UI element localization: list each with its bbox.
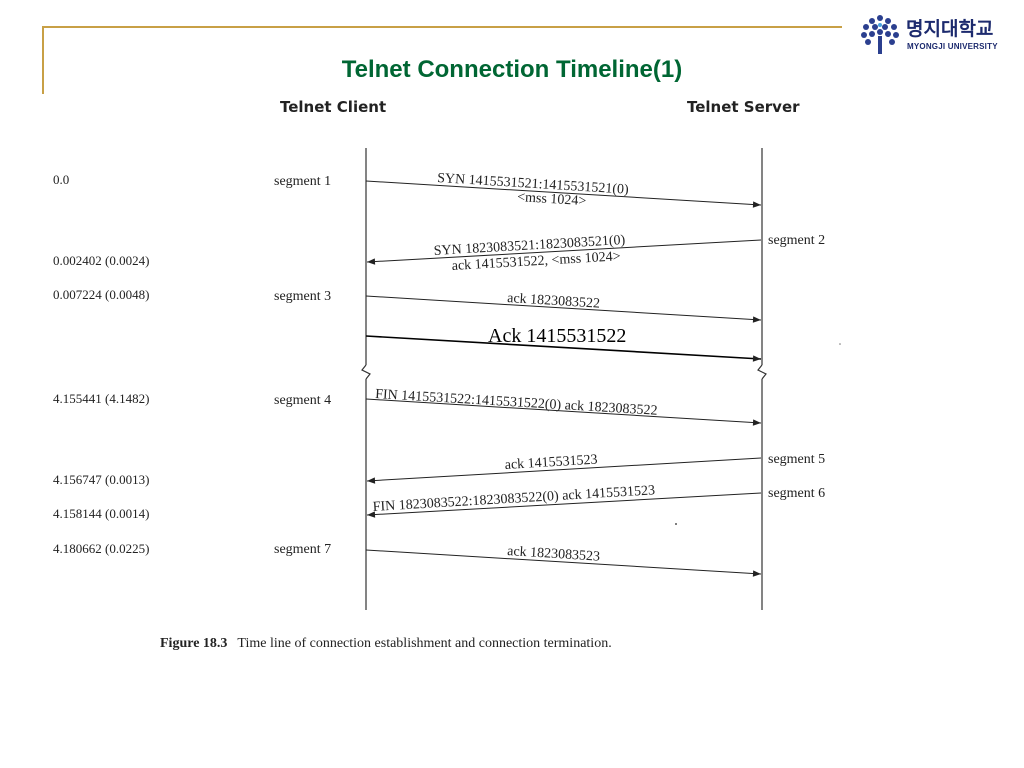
segment-2-arrow — [366, 239, 762, 265]
segment-5-arrow — [366, 457, 762, 484]
logo-korean-text: 명지대학교 — [906, 18, 994, 40]
ack-added-arrow — [365, 335, 762, 362]
segment-5-text: ack 1415531523 — [504, 453, 598, 473]
timestamp-7: 4.180662 (0.0225) — [53, 541, 149, 556]
segment-7-arrow — [365, 549, 762, 577]
timestamp-2: 0.002402 (0.0024) — [53, 253, 149, 268]
segment-4-text: FIN 1415531522:1415531522(0) ack 1823083… — [375, 387, 658, 419]
client-timeline-break — [361, 364, 371, 380]
university-logo: 명지대학교 MYONGJI UNIVERSITY — [856, 10, 1016, 58]
scan-speck — [675, 523, 677, 525]
segment-4-arrow — [365, 398, 762, 426]
segment-3-label: segment 3 — [274, 289, 331, 304]
timestamp-5: 4.156747 (0.0013) — [53, 472, 149, 487]
slide-title: Telnet Connection Timeline(1) — [341, 56, 683, 83]
segment-7-text: ack 1823083523 — [507, 544, 601, 565]
figure-caption-label: Figure 18.3 — [160, 636, 228, 651]
segment-3-text: ack 1823083522 — [507, 291, 601, 312]
figure-caption: Figure 18.3 Time line of connection estab… — [160, 636, 612, 652]
segment-6-text: FIN 1823083522:1823083522(0) ack 1415531… — [372, 483, 655, 515]
scan-speck — [839, 343, 841, 345]
segment-1-arrow — [365, 180, 762, 208]
segment-4-label: segment 4 — [274, 393, 331, 408]
segment-1-label: segment 1 — [274, 174, 331, 189]
segment-7-label: segment 7 — [274, 542, 331, 557]
ack-added-text: Ack 1415531522 — [488, 325, 626, 347]
tree-emblem-icon — [861, 15, 899, 54]
segment-6-label: segment 6 — [768, 486, 825, 501]
slide-frame-top-line — [42, 26, 842, 28]
timestamp-3: 0.007224 (0.0048) — [53, 287, 149, 302]
logo-english-text: MYONGJI UNIVERSITY — [907, 42, 998, 51]
figure-caption-text: Time line of connection establishment an… — [237, 636, 612, 651]
timestamp-1: 0.0 — [53, 172, 69, 187]
segment-1-text-line2: <mss 1024> — [517, 190, 587, 209]
server-heading: Telnet Server — [687, 98, 800, 116]
timestamp-4: 4.155441 (4.1482) — [53, 391, 149, 406]
segment-2-label: segment 2 — [768, 233, 825, 248]
server-timeline-break — [757, 364, 767, 380]
timestamp-6: 4.158144 (0.0014) — [53, 506, 149, 521]
segment-5-label: segment 5 — [768, 452, 825, 467]
client-heading: Telnet Client — [280, 98, 386, 116]
segment-6-arrow — [366, 492, 762, 518]
slide-frame-left-line — [42, 26, 44, 94]
segment-3-arrow — [365, 295, 762, 323]
